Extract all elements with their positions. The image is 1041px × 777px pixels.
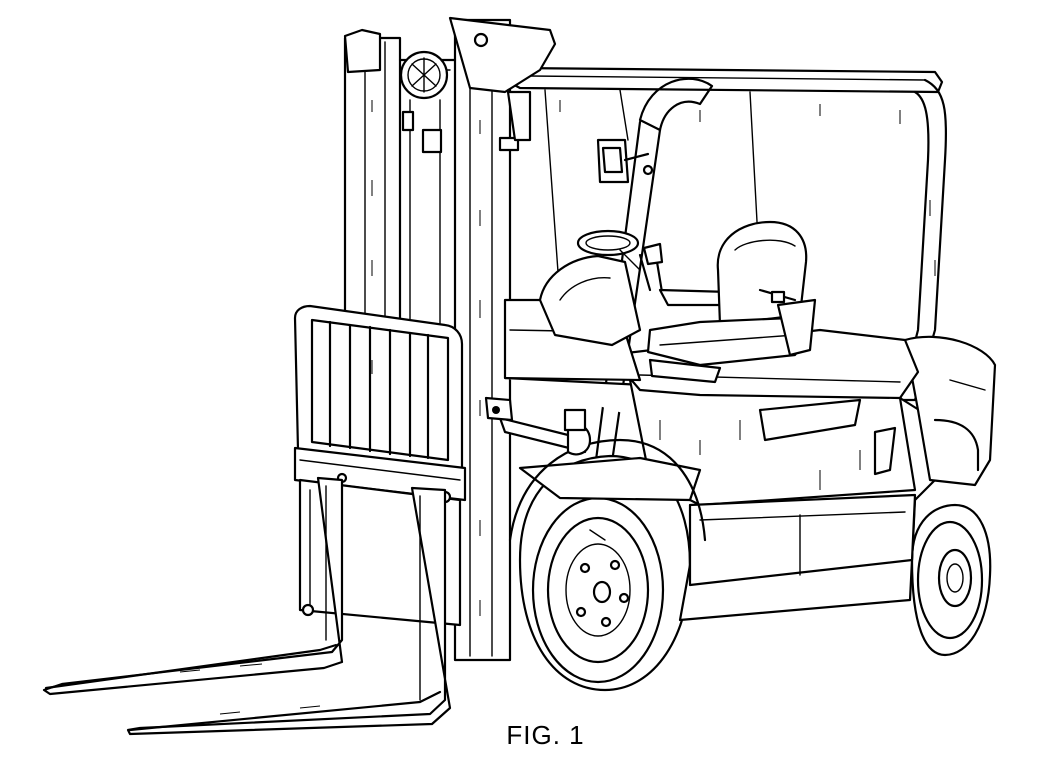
left-fork — [44, 478, 342, 694]
front-wheel — [520, 456, 690, 690]
right-fork — [128, 488, 450, 734]
tilt-cylinder — [486, 398, 590, 454]
hatch-marks — [180, 100, 935, 714]
rear-wheel — [912, 505, 990, 655]
operator-seat — [648, 222, 815, 382]
figure-caption: FIG. 1 — [506, 720, 585, 750]
mast-assembly — [345, 18, 555, 660]
operator-compartment — [540, 140, 740, 345]
